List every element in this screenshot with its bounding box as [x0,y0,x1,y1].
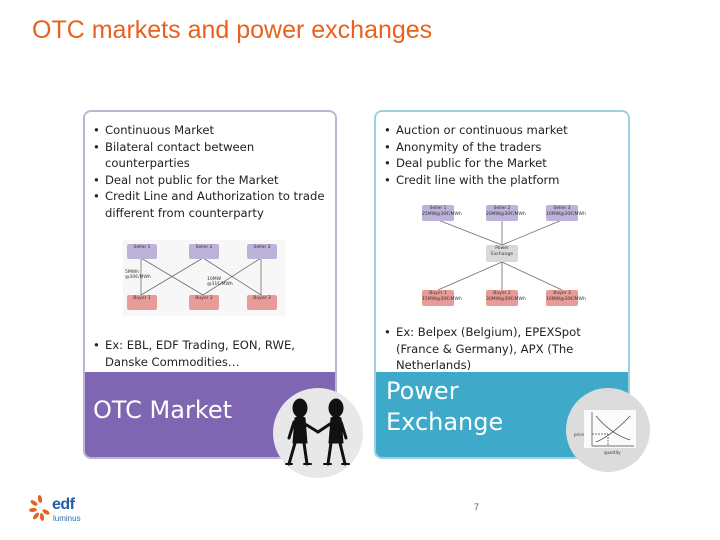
bullet: Deal not public for the Market [93,172,329,189]
edf-luminus-logo: edf luminus [28,493,96,531]
page-number: 7 [474,502,480,512]
buyer-name: Buyer 3 [553,291,571,296]
otc-market-panel: Continuous Market Bilateral contact betw… [83,110,337,459]
edf-wordmark: edf [52,496,75,513]
exchange-seller-3: Seller 3 10MW@30€/MWh [546,205,586,221]
bullet: Credit Line and Authorization to trade d… [93,188,329,221]
exchange-diagram: Seller 1 25MW@30€/MWh Seller 2 20MW@30€/… [422,200,586,312]
seller-name: Seller 3 [553,206,571,211]
bullet: Auction or continuous market [384,122,622,139]
bullet: Bilateral contact between counterparties [93,139,329,172]
bullet: Ex: EBL, EDF Trading, EON, RWE, Danske C… [93,337,329,370]
otc-bullets-bottom: Ex: EBL, EDF Trading, EON, RWE, Danske C… [93,337,329,370]
buyer-note: 30MW@30€/MWh [486,297,526,302]
buyer-note: 15MW@30€/MWh [422,297,462,302]
edf-logo-mark-icon [29,495,50,521]
exchange-seller-1: Seller 1 25MW@30€/MWh [422,205,462,221]
exchange-diagram-lines [437,219,563,291]
graph-x-label: quantity [604,450,621,455]
otc-buyer-1: Buyer 1 [127,295,157,310]
band-line-1: Power [386,377,459,405]
power-exchange-node: Power Exchange [486,245,518,262]
exchange-seller-2: Seller 2 20MW@30€/MWh [486,205,526,221]
buyer-name: Buyer 2 [493,291,511,296]
seller-note: 25MW@30€/MWh [422,212,462,217]
seller-note: 20MW@30€/MWh [486,212,526,217]
seller-name: Seller 2 [493,206,511,211]
exchange-buyer-1: Buyer 1 15MW@30€/MWh [422,290,462,306]
bullet: Credit line with the platform [384,172,622,189]
exchange-buyer-3: Buyer 3 10MW@30€/MWh [546,290,586,306]
otc-buyer-2: Buyer 2 [189,295,219,310]
bullet: Anonymity of the traders [384,139,622,156]
supply-demand-graph-icon: price quantity [574,410,636,455]
seller-name: Seller 1 [429,206,447,211]
handshake-illustration [273,388,363,478]
otc-deal-label-2: 10MW @31€/MWh [207,277,233,287]
handshake-icon [285,398,350,466]
seller-note: 10MW@30€/MWh [546,212,586,217]
luminus-wordmark: luminus [53,514,81,523]
bullet: Ex: Belpex (Belgium), EPEXSpot (France &… [384,324,622,374]
otc-diagram: Seller 1 Seller 2 Seller 3 5MWh @30€/MWh… [123,240,285,316]
band-line-2: Exchange [386,408,504,436]
otc-deal-label-1: 5MWh @30€/MWh [125,270,151,280]
otc-seller-3: Seller 3 [247,244,277,259]
exchange-bullets-bottom: Ex: Belpex (Belgium), EPEXSpot (France &… [384,324,622,374]
bullet: Continuous Market [93,122,329,139]
graph-y-label: price [574,432,584,437]
slide-title: OTC markets and power exchanges [32,16,433,44]
exchange-buyer-2: Buyer 2 30MW@30€/MWh [486,290,526,306]
otc-buyer-3: Buyer 3 [247,295,277,310]
power-exchange-label: Power Exchange [386,376,503,438]
otc-seller-2: Seller 2 [189,244,219,259]
otc-market-label: OTC Market [93,396,233,424]
otc-seller-1: Seller 1 [127,244,157,259]
supply-demand-illustration: price quantity [566,388,650,472]
bullet: Deal public for the Market [384,155,622,172]
exchange-bullets-top: Auction or continuous market Anonymity o… [384,122,622,188]
buyer-note: 10MW@30€/MWh [546,297,586,302]
otc-diagram-lines [140,257,262,296]
otc-bullets-top: Continuous Market Bilateral contact betw… [93,122,329,222]
buyer-name: Buyer 1 [429,291,447,296]
